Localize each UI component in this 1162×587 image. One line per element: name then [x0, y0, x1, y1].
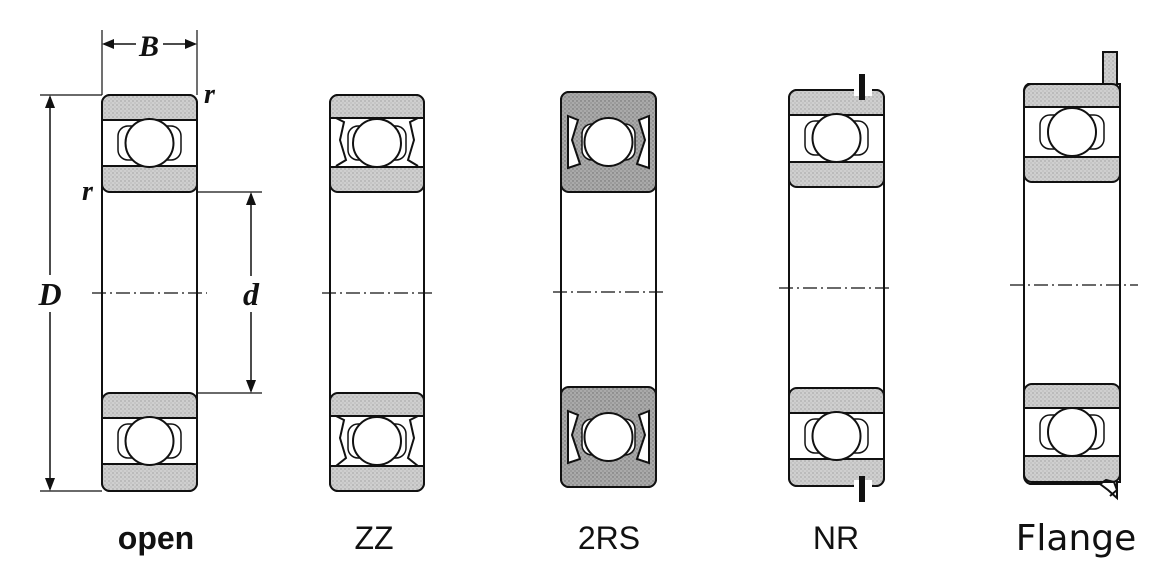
bearing-zz [322, 94, 434, 492]
seal-right [635, 409, 650, 465]
top-race [329, 94, 425, 193]
seal-right [635, 114, 650, 170]
ball [124, 118, 175, 168]
shield-right [406, 117, 419, 167]
label-open: open [117, 520, 195, 556]
shield-left [335, 415, 348, 467]
snap-ring [859, 476, 865, 502]
bottom-race [101, 392, 198, 492]
flange-bottom-groove [1099, 478, 1119, 497]
ball [1047, 107, 1097, 157]
seal-left [567, 114, 582, 170]
dim-label-r-top: r [204, 79, 216, 110]
top-race [101, 94, 198, 193]
flange-top [1102, 51, 1118, 87]
shield-right [406, 415, 419, 467]
top-race [560, 91, 657, 193]
ball [352, 118, 402, 168]
dim-label-B: B [138, 30, 159, 63]
seal-left [567, 409, 582, 465]
top-race [1023, 83, 1121, 183]
top-race [788, 74, 885, 188]
bearing-open: B r r D d [37, 30, 262, 492]
ball [1047, 407, 1097, 457]
ball [583, 412, 634, 462]
dim-label-D: D [37, 276, 61, 312]
ball [811, 411, 862, 461]
ball [124, 416, 175, 466]
bearing-nr [779, 74, 892, 502]
bearing-flange [1010, 51, 1138, 501]
width-dimension: B [101, 30, 198, 95]
bearing-2rs [553, 91, 666, 488]
bottom-race [1023, 383, 1121, 483]
ball [583, 117, 634, 167]
shield-left [335, 117, 348, 167]
ball [811, 113, 862, 163]
bore-diameter-dimension: d [197, 191, 262, 394]
label-flange: Flange [1015, 518, 1137, 559]
label-zz: ZZ [354, 520, 394, 556]
label-nr: NR [812, 520, 860, 556]
outer-diameter-dimension: D [37, 94, 102, 492]
ball [352, 416, 402, 466]
dim-label-r-bottom: r [82, 176, 94, 207]
dim-label-d: d [243, 276, 260, 312]
bottom-race [329, 392, 425, 492]
snap-ring [859, 74, 865, 100]
label-2rs: 2RS [577, 520, 641, 556]
bottom-race [788, 387, 885, 502]
bottom-race [560, 386, 657, 488]
